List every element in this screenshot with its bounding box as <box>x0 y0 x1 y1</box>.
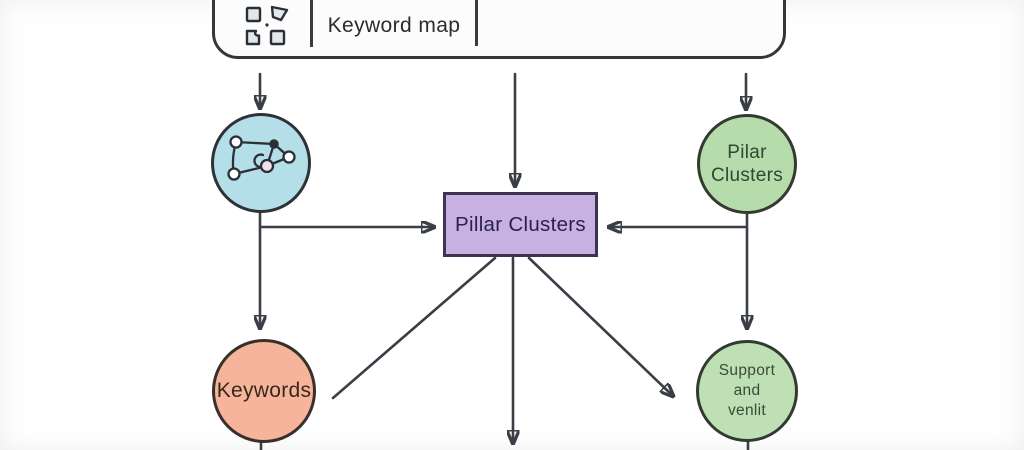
toolbar-title: Keyword map <box>327 14 461 37</box>
network-graph-icon <box>227 135 296 181</box>
node-keywords: Keywords <box>212 339 316 443</box>
pillar-box-label: Pillar Clusters <box>455 212 586 236</box>
node-support: Support and venlit <box>696 340 798 442</box>
diagram-shapes-icon <box>241 5 291 49</box>
pilar-circle-label: Pilar Clusters <box>710 141 784 186</box>
keyword-map-toolbar <box>212 0 786 59</box>
node-pilar-clusters-circle: Pilar Clusters <box>697 114 797 214</box>
keywords-label: Keywords <box>216 379 312 402</box>
node-pillar-clusters-box: Pillar Clusters <box>443 192 598 257</box>
node-keyword-graph <box>211 113 311 213</box>
support-label: Support and venlit <box>718 361 776 420</box>
toolbar-divider <box>310 0 313 47</box>
toolbar-divider <box>475 0 478 46</box>
